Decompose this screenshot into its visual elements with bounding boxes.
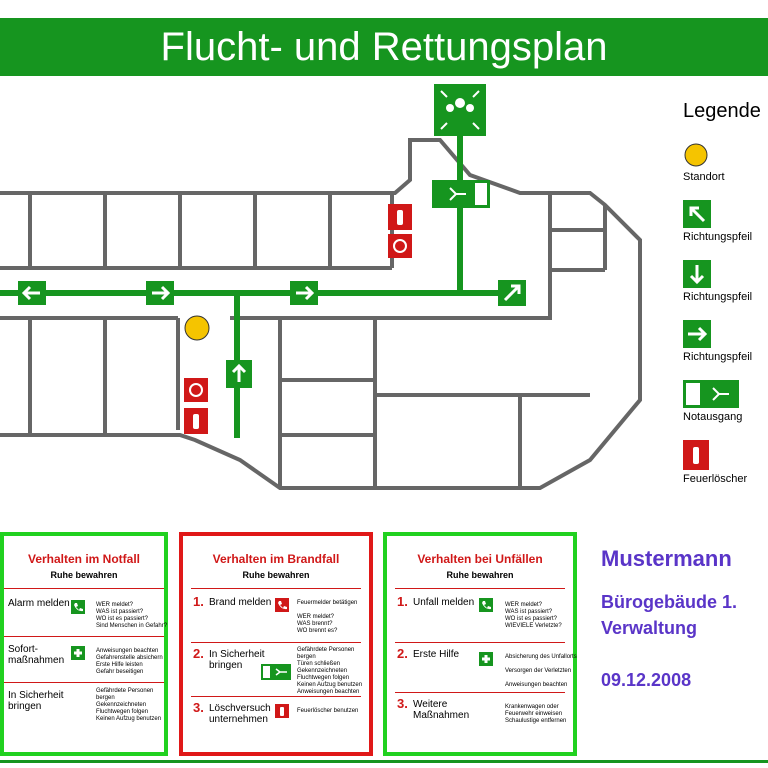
fire-alarm-icon <box>388 234 412 258</box>
walls <box>0 138 642 490</box>
row-divider <box>4 636 164 637</box>
legend-label: Richtungspfeil <box>683 231 753 243</box>
first-aid-icon <box>479 652 493 666</box>
fire-alarm-icon <box>184 378 208 402</box>
row-label: Sofort-maßnahmen <box>8 644 65 666</box>
floor-plan <box>0 84 642 490</box>
emergency-exit-icon <box>683 380 739 408</box>
department-name: Verwaltung <box>601 618 698 638</box>
legend-title: Legende <box>683 100 761 122</box>
row-label: Erste Hilfe <box>413 649 460 660</box>
box-title: Verhalten im Brandfall <box>212 552 340 566</box>
legend-item-arrow-right: Richtungspfeil <box>683 320 768 363</box>
company-name: Mustermann <box>601 546 732 571</box>
arrow-right-icon <box>683 320 711 348</box>
phone-icon <box>479 598 493 612</box>
box-title: Verhalten bei Unfällen <box>417 552 543 566</box>
legend-label: Notausgang <box>683 411 743 423</box>
legend-label: Feuerlöscher <box>683 473 748 485</box>
row-text: Feuerlöscher benutzen <box>297 708 359 714</box>
arrow-down-icon <box>683 260 711 288</box>
row-number: 2. <box>397 646 408 661</box>
row-number: 2. <box>193 646 204 661</box>
fire-extinguisher-icon <box>275 704 289 718</box>
row-divider <box>4 682 164 683</box>
row-divider <box>191 642 361 643</box>
legend-label: Standort <box>683 171 725 183</box>
arrow-right-icon <box>290 281 318 305</box>
assembly-point-icon <box>434 84 486 136</box>
unfaelle-box: Verhalten bei Unfällen Ruhe bewahren 1. … <box>383 532 577 756</box>
notfall-box: Verhalten im Notfall Ruhe bewahren Alarm… <box>0 532 168 756</box>
emergency-exit-icon <box>261 664 291 680</box>
legend-label: Richtungspfeil <box>683 351 753 363</box>
plan-title-bar: Flucht- und Rettungsplan <box>0 18 768 76</box>
brandfall-box: Verhalten im Brandfall Ruhe bewahren 1. … <box>179 532 373 756</box>
fire-extinguisher-icon <box>388 204 412 230</box>
legend-item-arrow-down: Richtungspfeil <box>683 260 768 303</box>
legend-label: Richtungspfeil <box>683 291 753 303</box>
row-number: 1. <box>193 594 204 609</box>
box-subtitle: Ruhe bewahren <box>50 570 118 580</box>
location-dot-icon <box>184 315 210 341</box>
row-text: Absicherung des Unfallorts Versorgen der… <box>505 654 577 688</box>
box-subtitle: Ruhe bewahren <box>446 570 514 580</box>
box-subtitle: Ruhe bewahren <box>242 570 310 580</box>
emergency-exit-icon <box>432 180 490 208</box>
plan-title: Flucht- und Rettungsplan <box>160 25 608 69</box>
phone-icon <box>71 600 85 614</box>
legend-item-arrow-up-left: Richtungspfeil <box>683 200 768 243</box>
row-divider <box>395 692 565 693</box>
legend-item-emergency-exit: Notausgang <box>683 380 768 423</box>
row-label: Brand melden <box>209 597 272 608</box>
row-divider <box>191 696 361 697</box>
arrow-right-icon <box>146 281 174 305</box>
row-divider <box>4 588 164 589</box>
phone-icon <box>275 598 289 612</box>
footer-line <box>0 760 768 763</box>
plan-date: 09.12.2008 <box>601 670 692 690</box>
row-label: Alarm melden <box>8 598 70 609</box>
row-number: 1. <box>397 594 408 609</box>
building-name: Bürogebäude 1. <box>601 592 738 612</box>
box-title: Verhalten im Notfall <box>27 552 141 566</box>
row-text: Feuermelder betätigen WER meldet?WAS bre… <box>297 600 358 634</box>
row-divider <box>395 642 565 643</box>
row-divider <box>395 588 565 589</box>
row-number: 3. <box>397 696 408 711</box>
arrow-left-icon <box>18 281 46 305</box>
arrow-up-left-icon <box>683 200 711 228</box>
arrow-up-right-icon <box>498 280 526 306</box>
row-number: 3. <box>193 700 204 715</box>
fire-extinguisher-icon <box>683 440 709 470</box>
row-text: WER meldet?WAS ist passiert?WO ist es pa… <box>505 602 562 629</box>
first-aid-icon <box>71 646 85 660</box>
arrow-up-icon <box>226 360 252 388</box>
legend-item-fire-extinguisher: Feuerlöscher <box>683 440 768 485</box>
row-label: Unfall melden <box>413 597 475 608</box>
fire-extinguisher-icon <box>184 408 208 434</box>
legend-item-location: Standort <box>683 142 768 183</box>
location-dot-icon <box>684 143 708 167</box>
row-text: WER meldet?WAS ist passiert?WO ist es pa… <box>96 602 168 629</box>
row-divider <box>191 588 361 589</box>
